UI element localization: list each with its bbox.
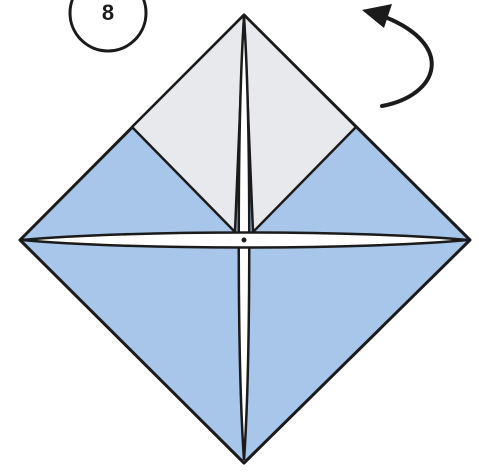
folded-paper (20, 15, 470, 463)
step-badge: 8 (70, 0, 146, 51)
step-number: 8 (102, 0, 114, 25)
turn-arrow-icon (362, 4, 432, 106)
turn-arrow-stroke (382, 17, 432, 106)
turn-arrow-head (362, 4, 392, 28)
center-point (242, 238, 247, 243)
